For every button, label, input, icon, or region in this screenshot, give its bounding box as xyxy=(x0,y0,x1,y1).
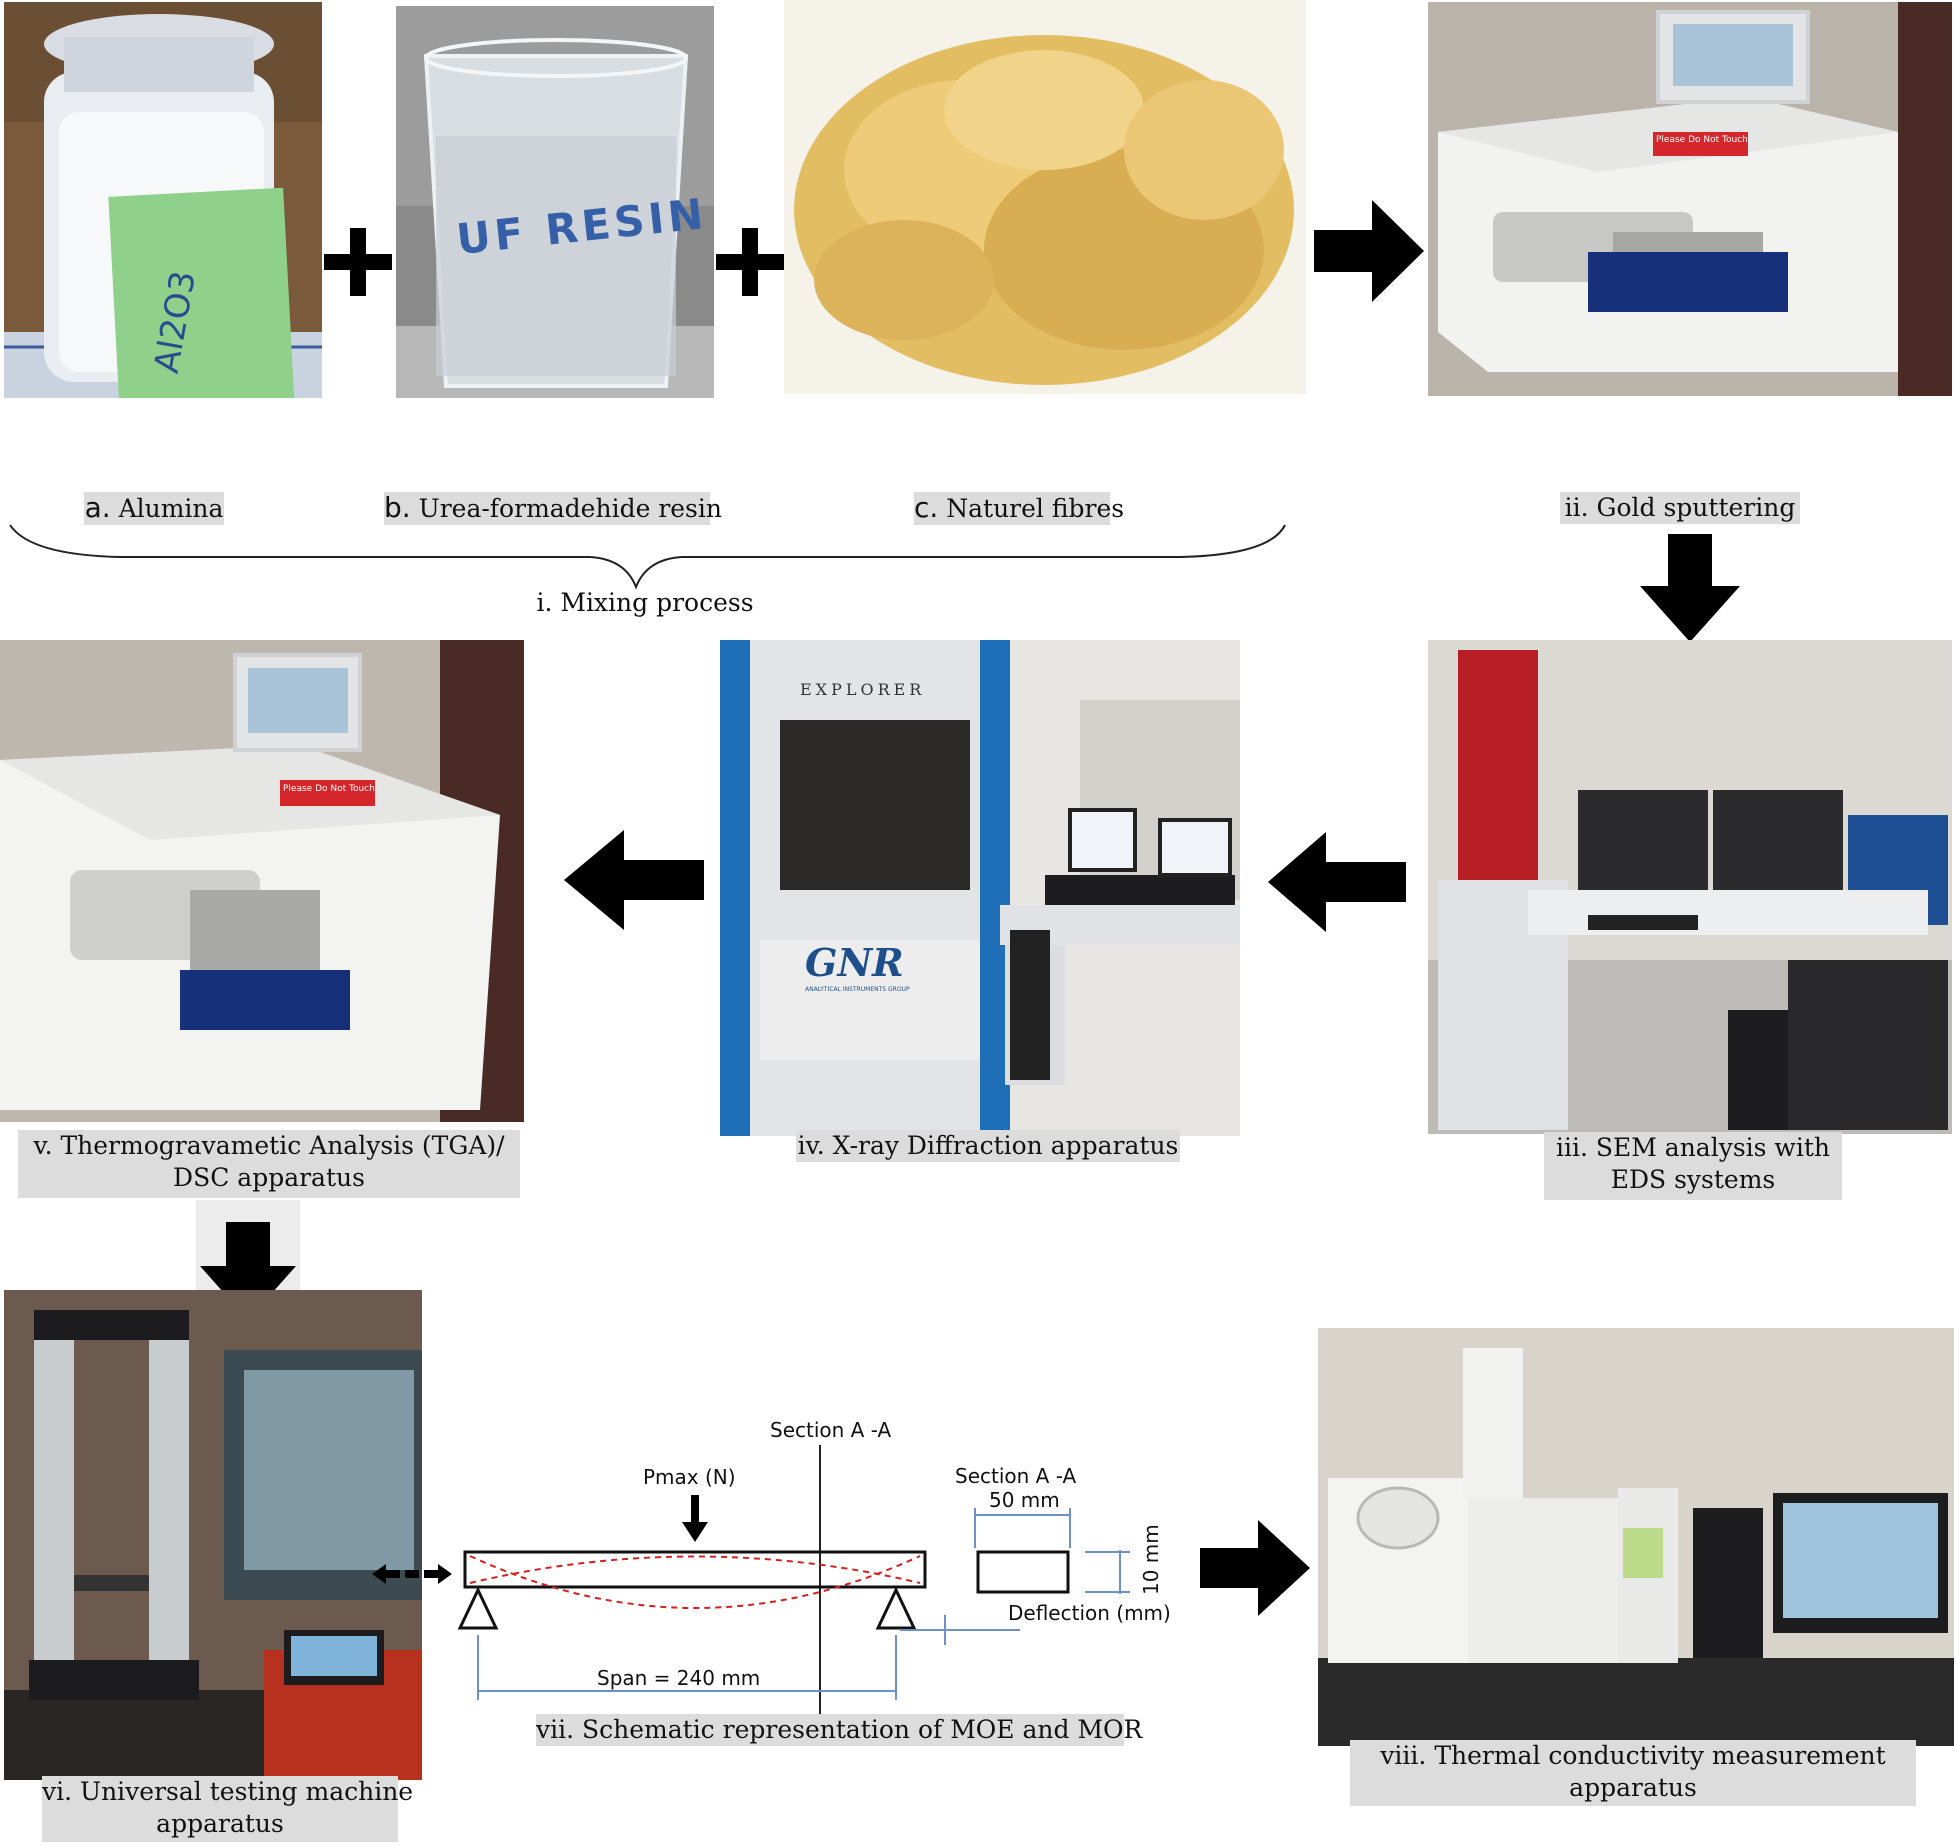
gold-sticker-text: Please Do Not Touch xyxy=(1656,135,1748,145)
thermal-photo xyxy=(1318,1328,1954,1746)
resin-caption: b. Urea-formadehide resin xyxy=(384,491,722,525)
thermal-caption: viii. Thermal conductivity measurement a… xyxy=(1350,1740,1916,1806)
tga-caption-line1: v. Thermogravametic Analysis (TGA)/ xyxy=(33,1131,505,1160)
sem-caption-line2: EDS systems xyxy=(1610,1165,1776,1194)
tga-caption-line2: DSC apparatus xyxy=(173,1163,365,1192)
left-arrow-icon xyxy=(1268,832,1406,932)
fibres-letter: c. xyxy=(914,491,939,524)
schematic-caption: vii. Schematic representation of MOE and… xyxy=(536,1714,1142,1746)
section-right-label: Section A -A xyxy=(955,1464,1076,1488)
resin-photo: UF RESIN xyxy=(396,6,714,398)
height-label: 10 mm xyxy=(1139,1524,1163,1595)
tga-photo: Please Do Not Touch xyxy=(0,640,524,1122)
thermal-caption-line1: viii. Thermal conductivity measurement xyxy=(1380,1741,1886,1770)
plus-icon xyxy=(716,228,784,296)
alumina-letter: a. xyxy=(84,491,111,524)
sem-caption-line1: iii. SEM analysis with xyxy=(1556,1133,1830,1162)
mixing-brace xyxy=(0,515,1300,595)
xrd-caption: iv. X-ray Diffraction apparatus xyxy=(796,1130,1180,1162)
support-triangle-icon xyxy=(457,1586,499,1630)
section-top-label: Section A -A xyxy=(770,1418,891,1442)
fibres-photo xyxy=(784,0,1306,394)
xrd-brand-sub: ANALYTICAL INSTRUMENTS GROUP xyxy=(805,986,910,993)
tga-caption: v. Thermogravametic Analysis (TGA)/ DSC … xyxy=(18,1130,520,1198)
sem-photo xyxy=(1428,640,1952,1134)
gold-caption: ii. Gold sputtering xyxy=(1560,492,1800,524)
deflection-curve xyxy=(469,1555,921,1609)
alumina-label: Alumina xyxy=(118,494,224,523)
resin-letter: b. xyxy=(384,491,411,524)
resin-label: Urea-formadehide resin xyxy=(418,494,722,523)
right-arrow-icon xyxy=(1314,200,1424,302)
xrd-photo: EXPLORER GNR ANALYTICAL INSTRUMENTS GROU… xyxy=(720,640,1240,1136)
thermal-caption-line2: apparatus xyxy=(1569,1773,1697,1802)
right-arrow-icon xyxy=(1200,1520,1310,1616)
support-triangle-icon xyxy=(875,1586,917,1630)
utm-caption: vi. Universal testing machine apparatus xyxy=(42,1776,414,1842)
fibres-caption: c. Naturel fibres xyxy=(914,491,1124,525)
fibres-label: Naturel fibres xyxy=(946,494,1125,523)
deflection-label: Deflection (mm) xyxy=(1008,1601,1171,1625)
mixing-label: i. Mixing process xyxy=(536,588,754,617)
xrd-brand-logo: GNR xyxy=(805,940,904,985)
utm-caption-line1: vi. Universal testing machine xyxy=(42,1777,414,1806)
left-arrow-icon xyxy=(564,830,704,930)
utm-caption-line2: apparatus xyxy=(156,1809,284,1838)
sem-caption: iii. SEM analysis with EDS systems xyxy=(1544,1132,1842,1200)
plus-icon xyxy=(324,228,392,296)
load-arrow-icon xyxy=(682,1495,708,1542)
alumina-photo: Al2O3 xyxy=(4,2,322,398)
beam xyxy=(463,1550,927,1589)
load-label: Pmax (N) xyxy=(643,1465,736,1489)
span-label: Span = 240 mm xyxy=(597,1666,760,1690)
width-label: 50 mm xyxy=(989,1488,1060,1512)
utm-photo xyxy=(4,1290,422,1780)
down-arrow-icon xyxy=(1640,534,1740,642)
gold-label: ii. Gold sputtering xyxy=(1564,493,1796,522)
schematic-caption-label: vii. Schematic representation of MOE and… xyxy=(536,1715,1143,1744)
alumina-caption: a. Alumina xyxy=(84,492,224,525)
deflection-curve xyxy=(469,1555,921,1584)
gold-sputtering-photo: Please Do Not Touch xyxy=(1428,2,1952,396)
tga-sticker-text: Please Do Not Touch xyxy=(283,784,375,794)
section-rect xyxy=(976,1550,1070,1594)
double-arrow-icon xyxy=(372,1562,452,1586)
xrd-brand-top: EXPLORER xyxy=(800,680,926,699)
moe-mor-schematic: Section A -A Pmax (N) Deflection (mm) Sp… xyxy=(440,1380,1200,1720)
xrd-label: iv. X-ray Diffraction apparatus xyxy=(797,1131,1179,1160)
